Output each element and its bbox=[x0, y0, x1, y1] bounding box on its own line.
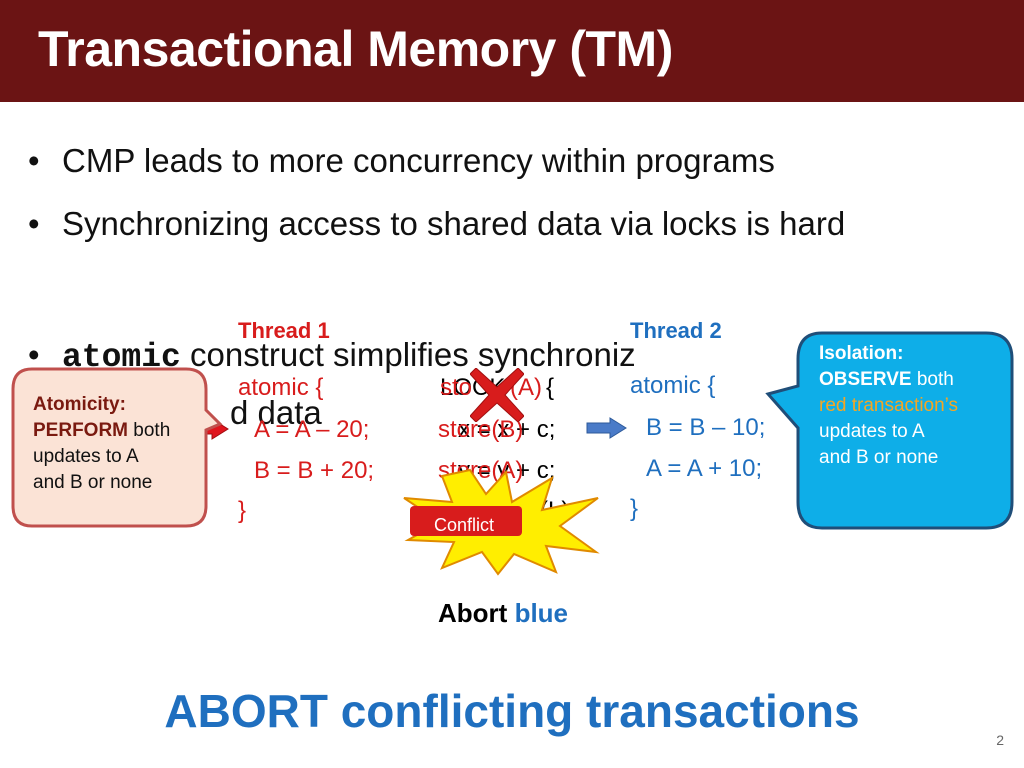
starburst-icon bbox=[403, 468, 600, 576]
bullet-3-text: construct simplifies synchroniz bbox=[190, 336, 636, 373]
atomicity-bold: PERFORM bbox=[33, 420, 128, 441]
bullet-dot: • bbox=[28, 205, 40, 242]
isolation-title: Isolation: bbox=[819, 343, 904, 364]
page-number: 2 bbox=[996, 732, 1004, 748]
isolation-bold: OBSERVE bbox=[819, 369, 912, 390]
title-bar bbox=[0, 0, 1024, 102]
atomicity-callout: Atomicity: PERFORM both updates to A and… bbox=[33, 392, 203, 496]
red-x-icon bbox=[470, 368, 524, 422]
brace: { bbox=[546, 374, 555, 401]
thread-2-label: Thread 2 bbox=[630, 318, 722, 343]
bullet-2: • Synchronizing access to shared data via… bbox=[28, 205, 845, 243]
isolation-callout: Isolation: OBSERVE both red transaction’… bbox=[819, 341, 1009, 471]
thread-2-line-4: } bbox=[630, 495, 639, 522]
isolation-rest: both bbox=[911, 369, 954, 390]
isolation-highlight: red transaction’s bbox=[819, 395, 959, 416]
store-line-2: store(B) bbox=[438, 416, 524, 443]
thread-1-label: Thread 1 bbox=[238, 318, 330, 343]
thread-1-line-4: } bbox=[238, 497, 247, 524]
isolation-callout-shape bbox=[765, 331, 1014, 530]
bullet-dot: • bbox=[28, 142, 40, 179]
thread-2-line-2: B = B – 10; bbox=[646, 414, 766, 441]
conflict-label: Conflict bbox=[433, 515, 495, 535]
atomicity-callout-shape bbox=[11, 367, 223, 528]
bullet-dot: • bbox=[28, 336, 40, 373]
bullet-1: • CMP leads to more concurrency within pr… bbox=[28, 142, 775, 180]
store-line-1: sto bbox=[440, 374, 473, 401]
atomicity-line2: updates to A bbox=[33, 446, 139, 467]
abort-target: blue bbox=[514, 598, 569, 628]
slide-title: Transactional Memory (TM) bbox=[38, 21, 673, 77]
bullet-3-line2: d data bbox=[230, 394, 322, 431]
abort-label: Abort blue bbox=[438, 598, 568, 629]
isolation-line3: updates to A bbox=[819, 421, 925, 442]
blue-arrow-icon bbox=[586, 417, 627, 439]
footer-heading: ABORT conflicting transactions bbox=[164, 685, 860, 737]
isolation-line4: and B or none bbox=[819, 447, 939, 468]
thread-2-line-3: A = A + 10; bbox=[646, 455, 763, 482]
bullet-2-text: Synchronizing access to shared data via … bbox=[62, 205, 846, 242]
abort-word: Abort bbox=[438, 598, 508, 628]
thread-1-line-3: B = B + 20; bbox=[254, 457, 375, 484]
thread-1-line-2: A = A – 20; bbox=[254, 416, 370, 443]
atomicity-line3: and B or none bbox=[33, 472, 153, 493]
atomicity-title: Atomicity: bbox=[33, 394, 126, 415]
bullet-1-text: CMP leads to more concurrency within pro… bbox=[62, 142, 775, 179]
thread-1-line-1: atomic { bbox=[238, 374, 324, 401]
thread-2-line-1: atomic { bbox=[630, 372, 716, 399]
atomicity-rest: both bbox=[128, 420, 171, 441]
